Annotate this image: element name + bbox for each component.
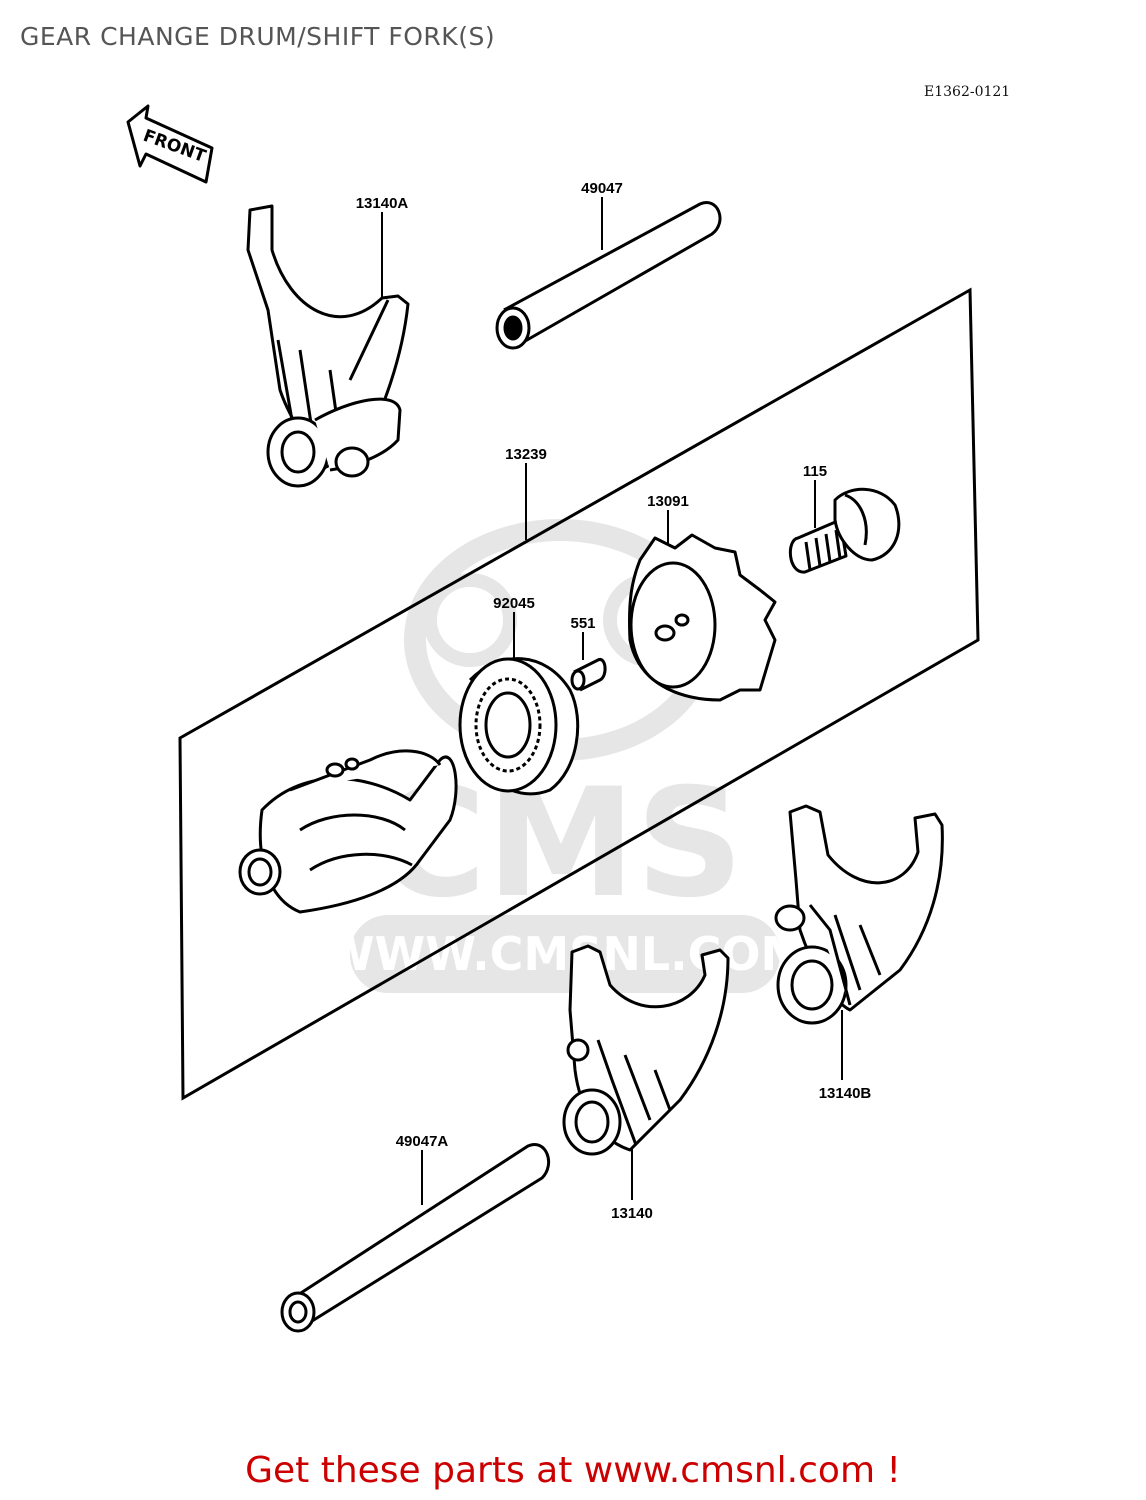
page-title: GEAR CHANGE DRUM/SHIFT FORK(S) (20, 22, 496, 51)
callout-13140b: 13140B (819, 1085, 872, 1102)
front-arrow-icon: FRONT (126, 104, 214, 184)
shift-fork-13140 (562, 944, 730, 1156)
pin-plate-13091 (628, 533, 777, 702)
shift-fork-13140a (246, 204, 410, 488)
watermark-url: WWW.CMSNL.COM (324, 927, 807, 981)
callout-13140a: 13140A (356, 195, 409, 212)
shift-drum (238, 749, 458, 914)
bearing-92045 (458, 657, 580, 796)
pin-551 (570, 658, 607, 692)
leader-lines (381, 197, 843, 1205)
shaft-49047a-body (280, 1143, 551, 1333)
callout-49047: 49047 (581, 180, 623, 197)
callout-49047a: 49047A (396, 1133, 449, 1150)
callout-13091: 13091 (647, 493, 689, 510)
callout-13140: 13140 (611, 1205, 653, 1222)
bolt-115 (788, 487, 901, 574)
shift-fork-13140b (774, 804, 944, 1025)
callout-115: 115 (803, 463, 827, 480)
callout-13239: 13239 (505, 446, 547, 463)
footer-cta-link[interactable]: Get these parts at www.cmsnl.com ! (245, 1450, 901, 1491)
shaft-49047 (495, 201, 722, 350)
callout-92045: 92045 (493, 595, 535, 612)
callout-551: 551 (570, 615, 595, 632)
assembly-outline (178, 287, 980, 1101)
diagram-code: E1362-0121 (924, 84, 1011, 100)
